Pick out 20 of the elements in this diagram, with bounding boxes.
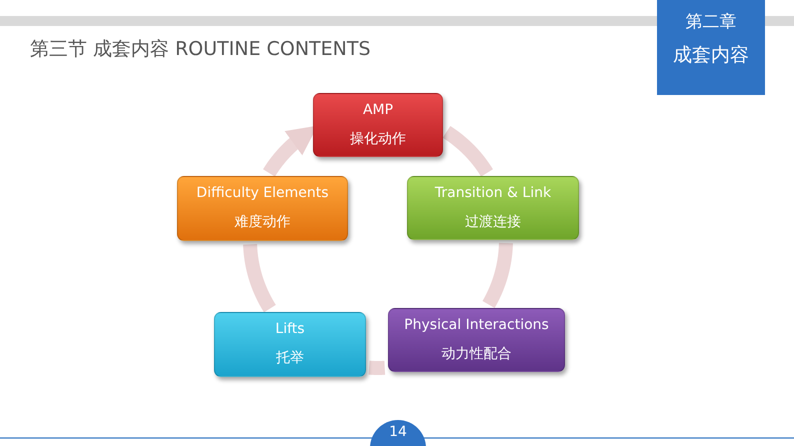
node-title: Difficulty Elements (195, 185, 330, 201)
page-number: 14 (388, 424, 408, 440)
node-subtitle: 操化动作 (349, 130, 407, 148)
node-subtitle: 托举 (275, 349, 305, 367)
node-title: 第二章 (684, 11, 738, 33)
node-title: AMP (362, 102, 394, 118)
slide-title: 第三节 成套内容 ROUTINE CONTENTS (30, 37, 371, 62)
process-box (177, 176, 348, 241)
process-box (313, 93, 443, 157)
node-subtitle: 难度动作 (234, 213, 292, 231)
node-title: Physical Interactions (403, 317, 550, 333)
node-title: Transition & Link (434, 185, 552, 201)
node-subtitle: 成套内容 (672, 43, 750, 68)
node-title: Lifts (274, 321, 306, 337)
chapter-tab (657, 0, 765, 95)
process-box (388, 308, 565, 372)
process-box (407, 176, 579, 240)
node-subtitle: 动力性配合 (440, 345, 512, 363)
node-subtitle: 过渡连接 (464, 213, 522, 231)
process-box (214, 312, 366, 377)
